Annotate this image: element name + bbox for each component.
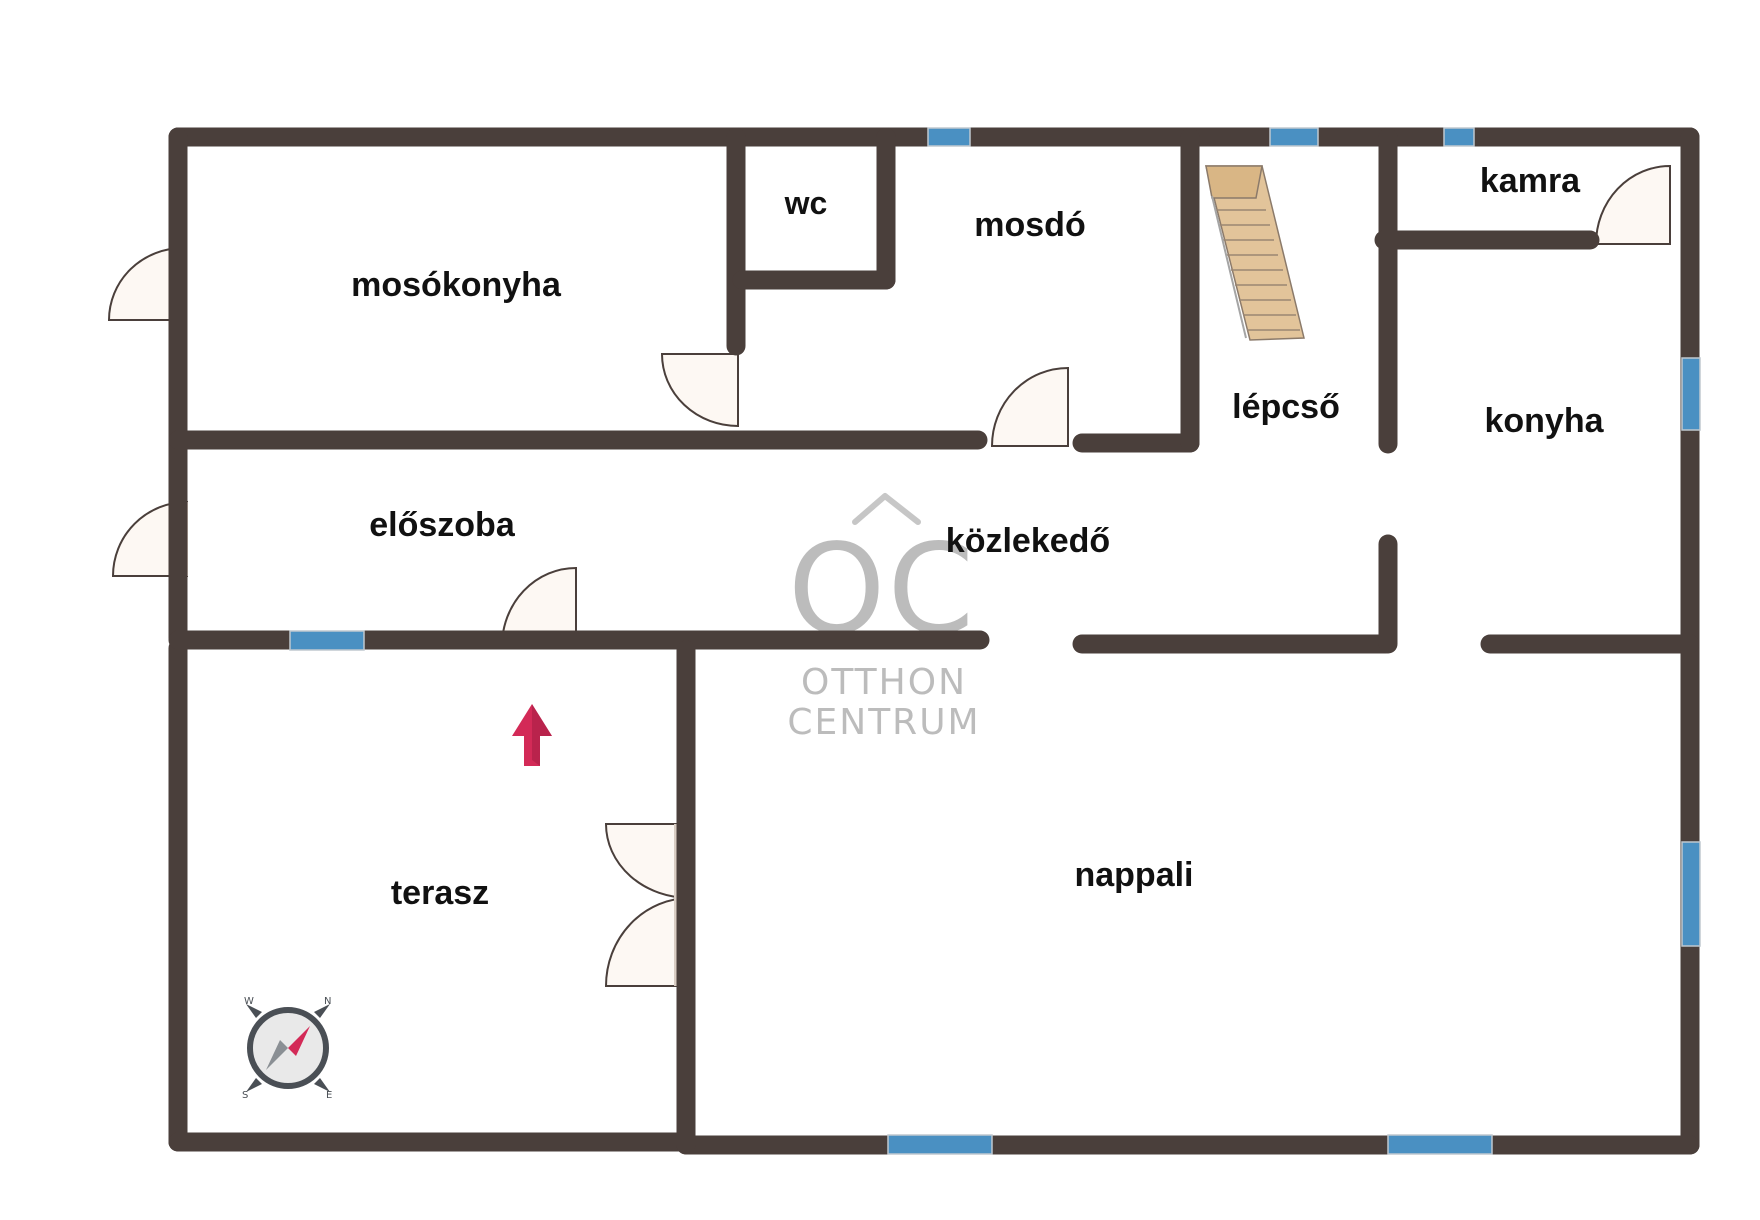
window-right-nappali bbox=[1681, 841, 1701, 947]
room-label-nappali: nappali bbox=[1074, 856, 1193, 894]
window-right-konyha bbox=[1681, 357, 1701, 431]
compass-w-label: W bbox=[244, 996, 254, 1007]
walls bbox=[168, 127, 1700, 1155]
room-label-eloszoba: előszoba bbox=[369, 506, 516, 544]
staircase-icon bbox=[1205, 165, 1305, 341]
compass-icon: W N S E bbox=[242, 996, 332, 1101]
arrow-up-icon bbox=[512, 704, 552, 766]
room-label-mosdo: mosdó bbox=[974, 206, 1085, 244]
room-label-konyha: konyha bbox=[1484, 402, 1604, 440]
compass-e-label: E bbox=[326, 1090, 332, 1101]
room-label-lepcso: lépcső bbox=[1232, 388, 1340, 426]
window-top-mosdo bbox=[927, 127, 971, 147]
door-mosdo bbox=[990, 366, 1069, 447]
room-label-terasz: terasz bbox=[391, 874, 489, 912]
room-label-kozlekedo: közlekedő bbox=[946, 522, 1110, 560]
compass-n-label: N bbox=[324, 996, 331, 1007]
compass-s-label: S bbox=[242, 1090, 248, 1101]
room-label-mosokonyha: mosókonyha bbox=[351, 266, 562, 304]
window-top-lepcso bbox=[1269, 127, 1319, 147]
window-bottom-left-nappali bbox=[887, 1134, 993, 1155]
watermark-line2: CENTRUM bbox=[787, 702, 980, 743]
window-bottom-right-nappali bbox=[1387, 1134, 1493, 1155]
room-labels: mosókonyha wc mosdó lépcső kamra konyha … bbox=[351, 162, 1604, 912]
room-label-kamra: kamra bbox=[1480, 162, 1581, 200]
window-top-kamra bbox=[1443, 127, 1475, 147]
room-label-wc: wc bbox=[784, 185, 828, 221]
door-kamra bbox=[1594, 164, 1671, 245]
door-mosokonyha-inner bbox=[660, 353, 739, 428]
watermark-line1: OTTHON bbox=[801, 662, 967, 703]
window-eloszoba-terasz bbox=[289, 630, 365, 651]
windows bbox=[289, 127, 1701, 1155]
